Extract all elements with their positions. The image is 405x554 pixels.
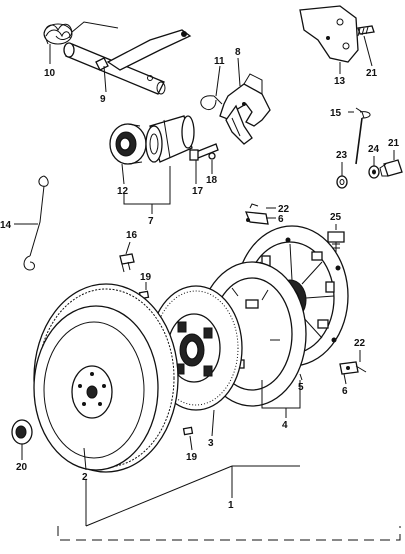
callout-11: 11 [214, 56, 225, 67]
callout-3: 3 [208, 438, 214, 449]
part-bracket [299, 5, 359, 63]
part-dowel-pin-lower [182, 426, 194, 436]
part-retaining-clip [200, 95, 223, 111]
callout-20: 20 [16, 462, 28, 473]
callout-1: 1 [228, 500, 234, 511]
part-adjuster-hardware [336, 159, 403, 189]
callout-9: 9 [100, 94, 106, 105]
callout-5: 5 [298, 382, 304, 393]
part-bolt-upper [357, 25, 375, 37]
callout-22b: 22 [354, 338, 366, 349]
part-release-bearing [109, 123, 147, 165]
callout-10: 10 [44, 68, 56, 79]
part-bearing-holder [145, 115, 195, 163]
callout-13: 13 [334, 76, 346, 87]
callout-12: 12 [117, 186, 129, 197]
callout-6a: 6 [278, 214, 284, 225]
callout-8: 8 [235, 47, 241, 58]
callout-14: 14 [0, 220, 12, 231]
callout-16: 16 [126, 230, 138, 241]
part-clutch-rod [355, 107, 371, 165]
part-clip-upper [244, 203, 269, 225]
part-dowel-bolt [119, 253, 135, 273]
callout-17: 17 [192, 186, 204, 197]
part-release-fork [219, 73, 271, 145]
part-release-fork-shaft [63, 29, 192, 95]
callout-labels: 10 9 8 11 12 7 17 18 13 21 15 23 24 21 1… [0, 47, 400, 511]
callout-18: 18 [206, 175, 218, 186]
callout-6b: 6 [342, 386, 348, 397]
callout-25: 25 [330, 212, 342, 223]
callout-21b: 21 [388, 138, 400, 149]
callout-19a: 19 [140, 272, 152, 283]
callout-2: 2 [82, 472, 88, 483]
part-flywheel [33, 283, 179, 473]
part-return-spring [43, 21, 119, 45]
leader-lines [14, 35, 401, 541]
callout-24: 24 [368, 144, 380, 155]
callout-4: 4 [282, 420, 288, 431]
callout-7: 7 [148, 216, 154, 227]
part-pilot-bearing [11, 419, 33, 445]
part-wire-clip [23, 175, 49, 271]
callout-21a: 21 [366, 68, 378, 79]
callout-19b: 19 [186, 452, 198, 463]
callout-15: 15 [330, 108, 342, 119]
callout-23: 23 [336, 150, 348, 161]
part-pivot-bolt [189, 143, 219, 161]
part-clip-lower [339, 361, 367, 375]
callout-22a: 22 [278, 204, 290, 215]
